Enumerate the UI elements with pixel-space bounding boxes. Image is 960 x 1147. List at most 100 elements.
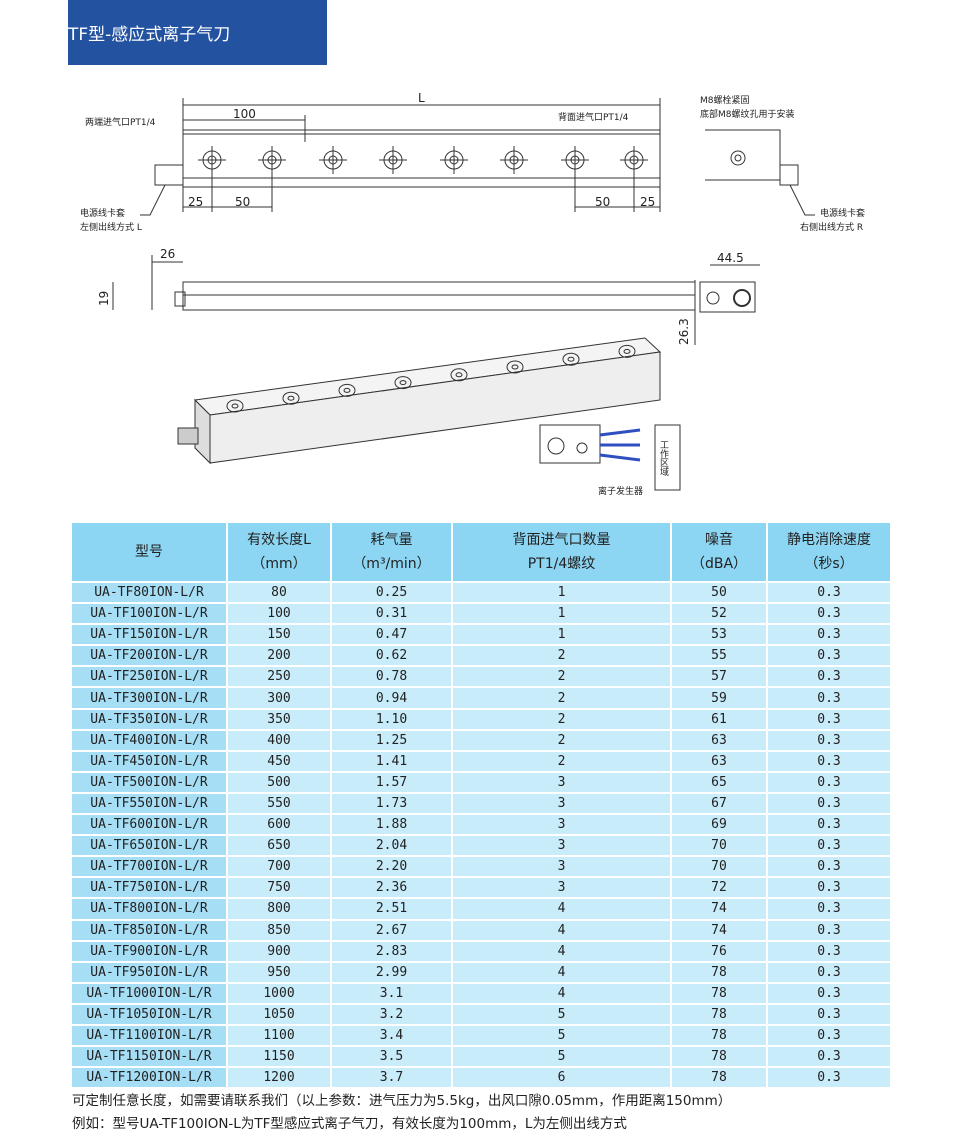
table-cell: 2.83	[330, 939, 453, 963]
table-cell: 250	[226, 665, 332, 689]
table-cell: 700	[226, 855, 332, 879]
table-cell: 4	[451, 939, 672, 963]
table-cell: 0.3	[766, 1002, 892, 1026]
table-cell: 1050	[226, 1002, 332, 1026]
table-cell: 650	[226, 834, 332, 858]
table-cell: 350	[226, 707, 332, 731]
table-cell: 3.1	[330, 981, 453, 1005]
table-cell: 1.10	[330, 707, 453, 731]
table-cell: 800	[226, 897, 332, 921]
table-cell: 1200	[226, 1066, 332, 1090]
table-cell: 0.3	[766, 855, 892, 879]
column-header: 静电消除速度 （秒s）	[766, 521, 892, 583]
column-header-line: 噪音	[705, 532, 733, 548]
model-cell: UA-TF1000ION-L/R	[70, 981, 228, 1005]
table-cell: 0.3	[766, 791, 892, 816]
table-cell: 70	[670, 855, 768, 879]
model-cell: UA-TF80ION-L/R	[70, 580, 228, 605]
dim-25-left: 25	[188, 195, 203, 209]
table-cell: 600	[226, 813, 332, 837]
column-header-line: PT1/4螺纹	[527, 556, 596, 572]
column-header-line: （m³/min）	[352, 556, 431, 572]
table-cell: 2	[451, 665, 672, 689]
table-cell: 0.3	[766, 665, 892, 689]
table-cell: 950	[226, 960, 332, 984]
iso-view: 离子发生器 工作区域	[177, 337, 681, 497]
table-cell: 200	[226, 644, 332, 668]
table-cell: 0.3	[766, 728, 892, 752]
table-cell: 0.62	[330, 644, 453, 668]
table-cell: 4	[451, 960, 672, 984]
right-cable-label-1: 电源线卡套	[820, 207, 865, 219]
left-inlet-label: 两端进气口PT1/4	[85, 116, 156, 128]
table-cell: 61	[670, 707, 768, 731]
model-cell: UA-TF600ION-L/R	[70, 813, 228, 837]
table-cell: 78	[670, 960, 768, 984]
table-cell: 3	[451, 876, 672, 900]
table-cell: 500	[226, 770, 332, 794]
dim-44-5: 44.5	[717, 251, 744, 265]
table-cell: 78	[670, 981, 768, 1005]
dim-19: 19	[97, 291, 111, 306]
table-cell: 1.88	[330, 813, 453, 837]
column-header-line: （dBA）	[690, 556, 748, 572]
screw-icon	[500, 146, 528, 174]
table-cell: 53	[670, 623, 768, 647]
column-header-line: （秒s）	[804, 556, 854, 572]
table-cell: 57	[670, 665, 768, 689]
model-cell: UA-TF900ION-L/R	[70, 939, 228, 963]
model-cell: UA-TF500ION-L/R	[70, 770, 228, 794]
table-cell: 0.3	[766, 602, 892, 626]
column-header-line: （mm）	[251, 556, 307, 572]
model-cell: UA-TF700ION-L/R	[70, 855, 228, 879]
model-cell: UA-TF950ION-L/R	[70, 960, 228, 984]
model-cell: UA-TF850ION-L/R	[70, 918, 228, 942]
m8-label-2: 底部M8螺纹孔用于安装	[700, 108, 795, 120]
table-cell: 1	[451, 580, 672, 605]
table-cell: 0.47	[330, 623, 453, 647]
table-cell: 78	[670, 1002, 768, 1026]
model-cell: UA-TF1200ION-L/R	[70, 1066, 228, 1090]
screw-icon	[338, 383, 356, 397]
table-cell: 100	[226, 602, 332, 626]
table-cell: 1	[451, 623, 672, 647]
table-cell: 3.5	[330, 1045, 453, 1069]
model-cell: UA-TF450ION-L/R	[70, 749, 228, 773]
notes: 可定制任意长度，如需要请联系我们（以上参数：进气压力为5.5kg，出风口隙0.0…	[72, 1090, 731, 1136]
model-cell: UA-TF250ION-L/R	[70, 665, 228, 689]
table-cell: 80	[226, 580, 332, 605]
model-cell: UA-TF1050ION-L/R	[70, 1002, 228, 1026]
table-cell: 0.3	[766, 749, 892, 773]
note-line-2: 例如：型号UA-TF100ION-L为TF型感应式离子气刀，有效长度为100mm…	[72, 1116, 627, 1132]
table-cell: 4	[451, 897, 672, 921]
column-header: 有效长度L（mm）	[226, 521, 332, 583]
table-cell: 5	[451, 1045, 672, 1069]
table-cell: 0.31	[330, 602, 453, 626]
table-cell: 3	[451, 791, 672, 816]
left-cable-label-2: 左侧出线方式 L	[80, 221, 142, 233]
title-banner: TF型-感应式离子气刀	[68, 0, 327, 65]
table-cell: 0.3	[766, 580, 892, 605]
table-cell: 4	[451, 981, 672, 1005]
model-cell: UA-TF800ION-L/R	[70, 897, 228, 921]
screw-icon	[394, 376, 412, 390]
left-cable-label-1: 电源线卡套	[80, 207, 125, 219]
table-cell: 6	[451, 1066, 672, 1090]
table-cell: 2.36	[330, 876, 453, 900]
screw-icon	[618, 344, 636, 358]
table-cell: 300	[226, 686, 332, 710]
table-cell: 3	[451, 834, 672, 858]
column-header-line: 静电消除速度	[787, 532, 871, 548]
table-cell: 2	[451, 749, 672, 773]
